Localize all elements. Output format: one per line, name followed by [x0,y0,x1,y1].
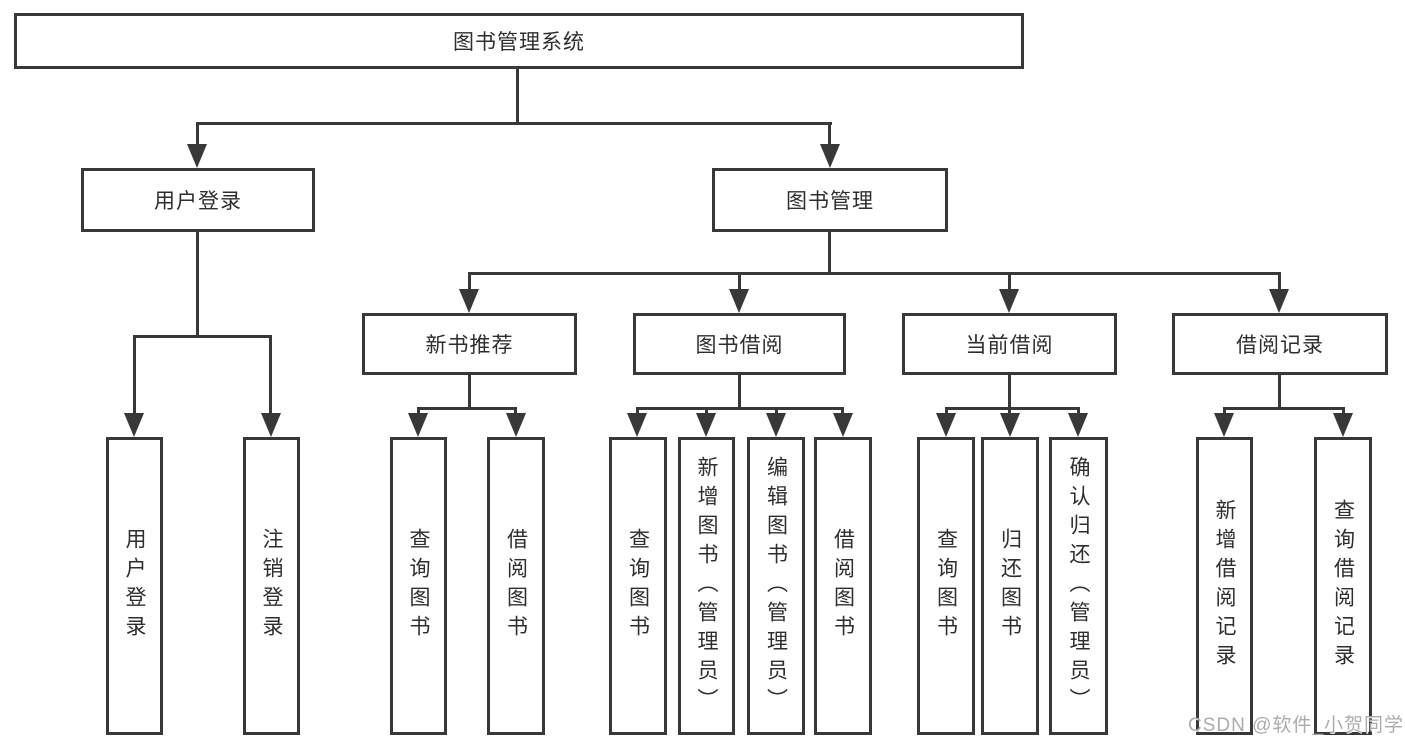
connector-bookmgmt-stem [828,232,831,275]
connector-stub [775,407,778,416]
csdn-watermark: CSDN @软件_小贺同学 [1188,715,1404,736]
connector-group2-stem [738,375,741,410]
connector-stub [1278,272,1281,292]
arrowhead-down [459,289,479,313]
connector-stub [468,272,471,292]
arrowhead-down [766,413,786,437]
arrowhead-down [696,413,716,437]
connector-level3-bar [468,272,1281,275]
arrowhead-down [833,413,853,437]
connector-group4-stem [1278,375,1281,410]
connector-stub [1223,407,1226,416]
leaf-edit-books-admin: 编辑图书（管理员） [747,437,805,735]
connector-group4-bar [1223,407,1345,410]
connector-group3-bar [945,407,1080,410]
connector-stub [636,407,639,416]
node-book-borrowing: 图书借阅 [633,313,846,375]
leaf-recommend-borrow-books: 借阅图书 [487,437,545,735]
arrowhead-down [261,413,281,437]
arrowhead-down [124,413,144,437]
node-new-book-recommendation: 新书推荐 [362,313,577,375]
leaf-recommend-query-books: 查询图书 [390,437,447,735]
connector-stub [705,407,708,416]
connector-stub [1077,407,1080,416]
arrowhead-down [936,413,956,437]
connector-root-stem [516,69,519,123]
arrowhead-down [1269,289,1289,313]
connector-userlogin-bar [133,335,272,338]
connector-group1-stem [468,375,471,410]
leaf-logout: 注销登录 [243,437,300,735]
arrowhead-down [820,144,840,168]
arrowhead-down [187,144,207,168]
connector-stub [945,407,948,416]
arrowhead-down [999,289,1019,313]
connector-stub [1008,272,1011,292]
connector-userlogin-stem [196,232,199,337]
connector-stub [514,407,517,416]
leaf-user-login: 用户登录 [106,437,163,735]
leaf-add-books-admin: 新增图书（管理员） [678,437,735,735]
connector-level2-bar [196,122,832,125]
leaf-borrow-query-books: 查询图书 [609,437,667,735]
arrowhead-down [408,413,428,437]
node-current-borrowing: 当前借阅 [902,313,1117,375]
connector-group3-stem [1008,375,1011,410]
arrowhead-down [1333,413,1353,437]
connector-stub [1342,407,1345,416]
arrowhead-down [627,413,647,437]
connector-stub [738,272,741,292]
connector-group2-bar [636,407,844,410]
connector-stub [828,122,831,146]
leaf-current-query-books: 查询图书 [917,437,975,735]
node-borrowing-records: 借阅记录 [1172,313,1388,375]
connector-stub [841,407,844,416]
leaf-confirm-return-admin: 确认归还（管理员） [1049,437,1108,735]
connector-stub [1008,407,1011,416]
leaf-borrow-books: 借阅图书 [814,437,872,735]
arrowhead-down [1068,413,1088,437]
connector-stub [133,335,136,415]
node-root-system: 图书管理系统 [14,13,1024,69]
leaf-add-borrow-record: 新增借阅记录 [1196,437,1253,735]
arrowhead-down [1000,413,1020,437]
arrowhead-down [729,289,749,313]
arrowhead-down [506,413,526,437]
connector-stub [269,335,272,415]
connector-stub [417,407,420,416]
node-book-management-branch: 图书管理 [712,168,948,232]
leaf-query-borrow-record: 查询借阅记录 [1314,437,1372,735]
node-user-login-branch: 用户登录 [81,168,315,232]
connector-stub [196,122,199,146]
arrowhead-down [1214,413,1234,437]
connector-group1-bar [417,407,517,410]
leaf-return-books: 归还图书 [981,437,1039,735]
